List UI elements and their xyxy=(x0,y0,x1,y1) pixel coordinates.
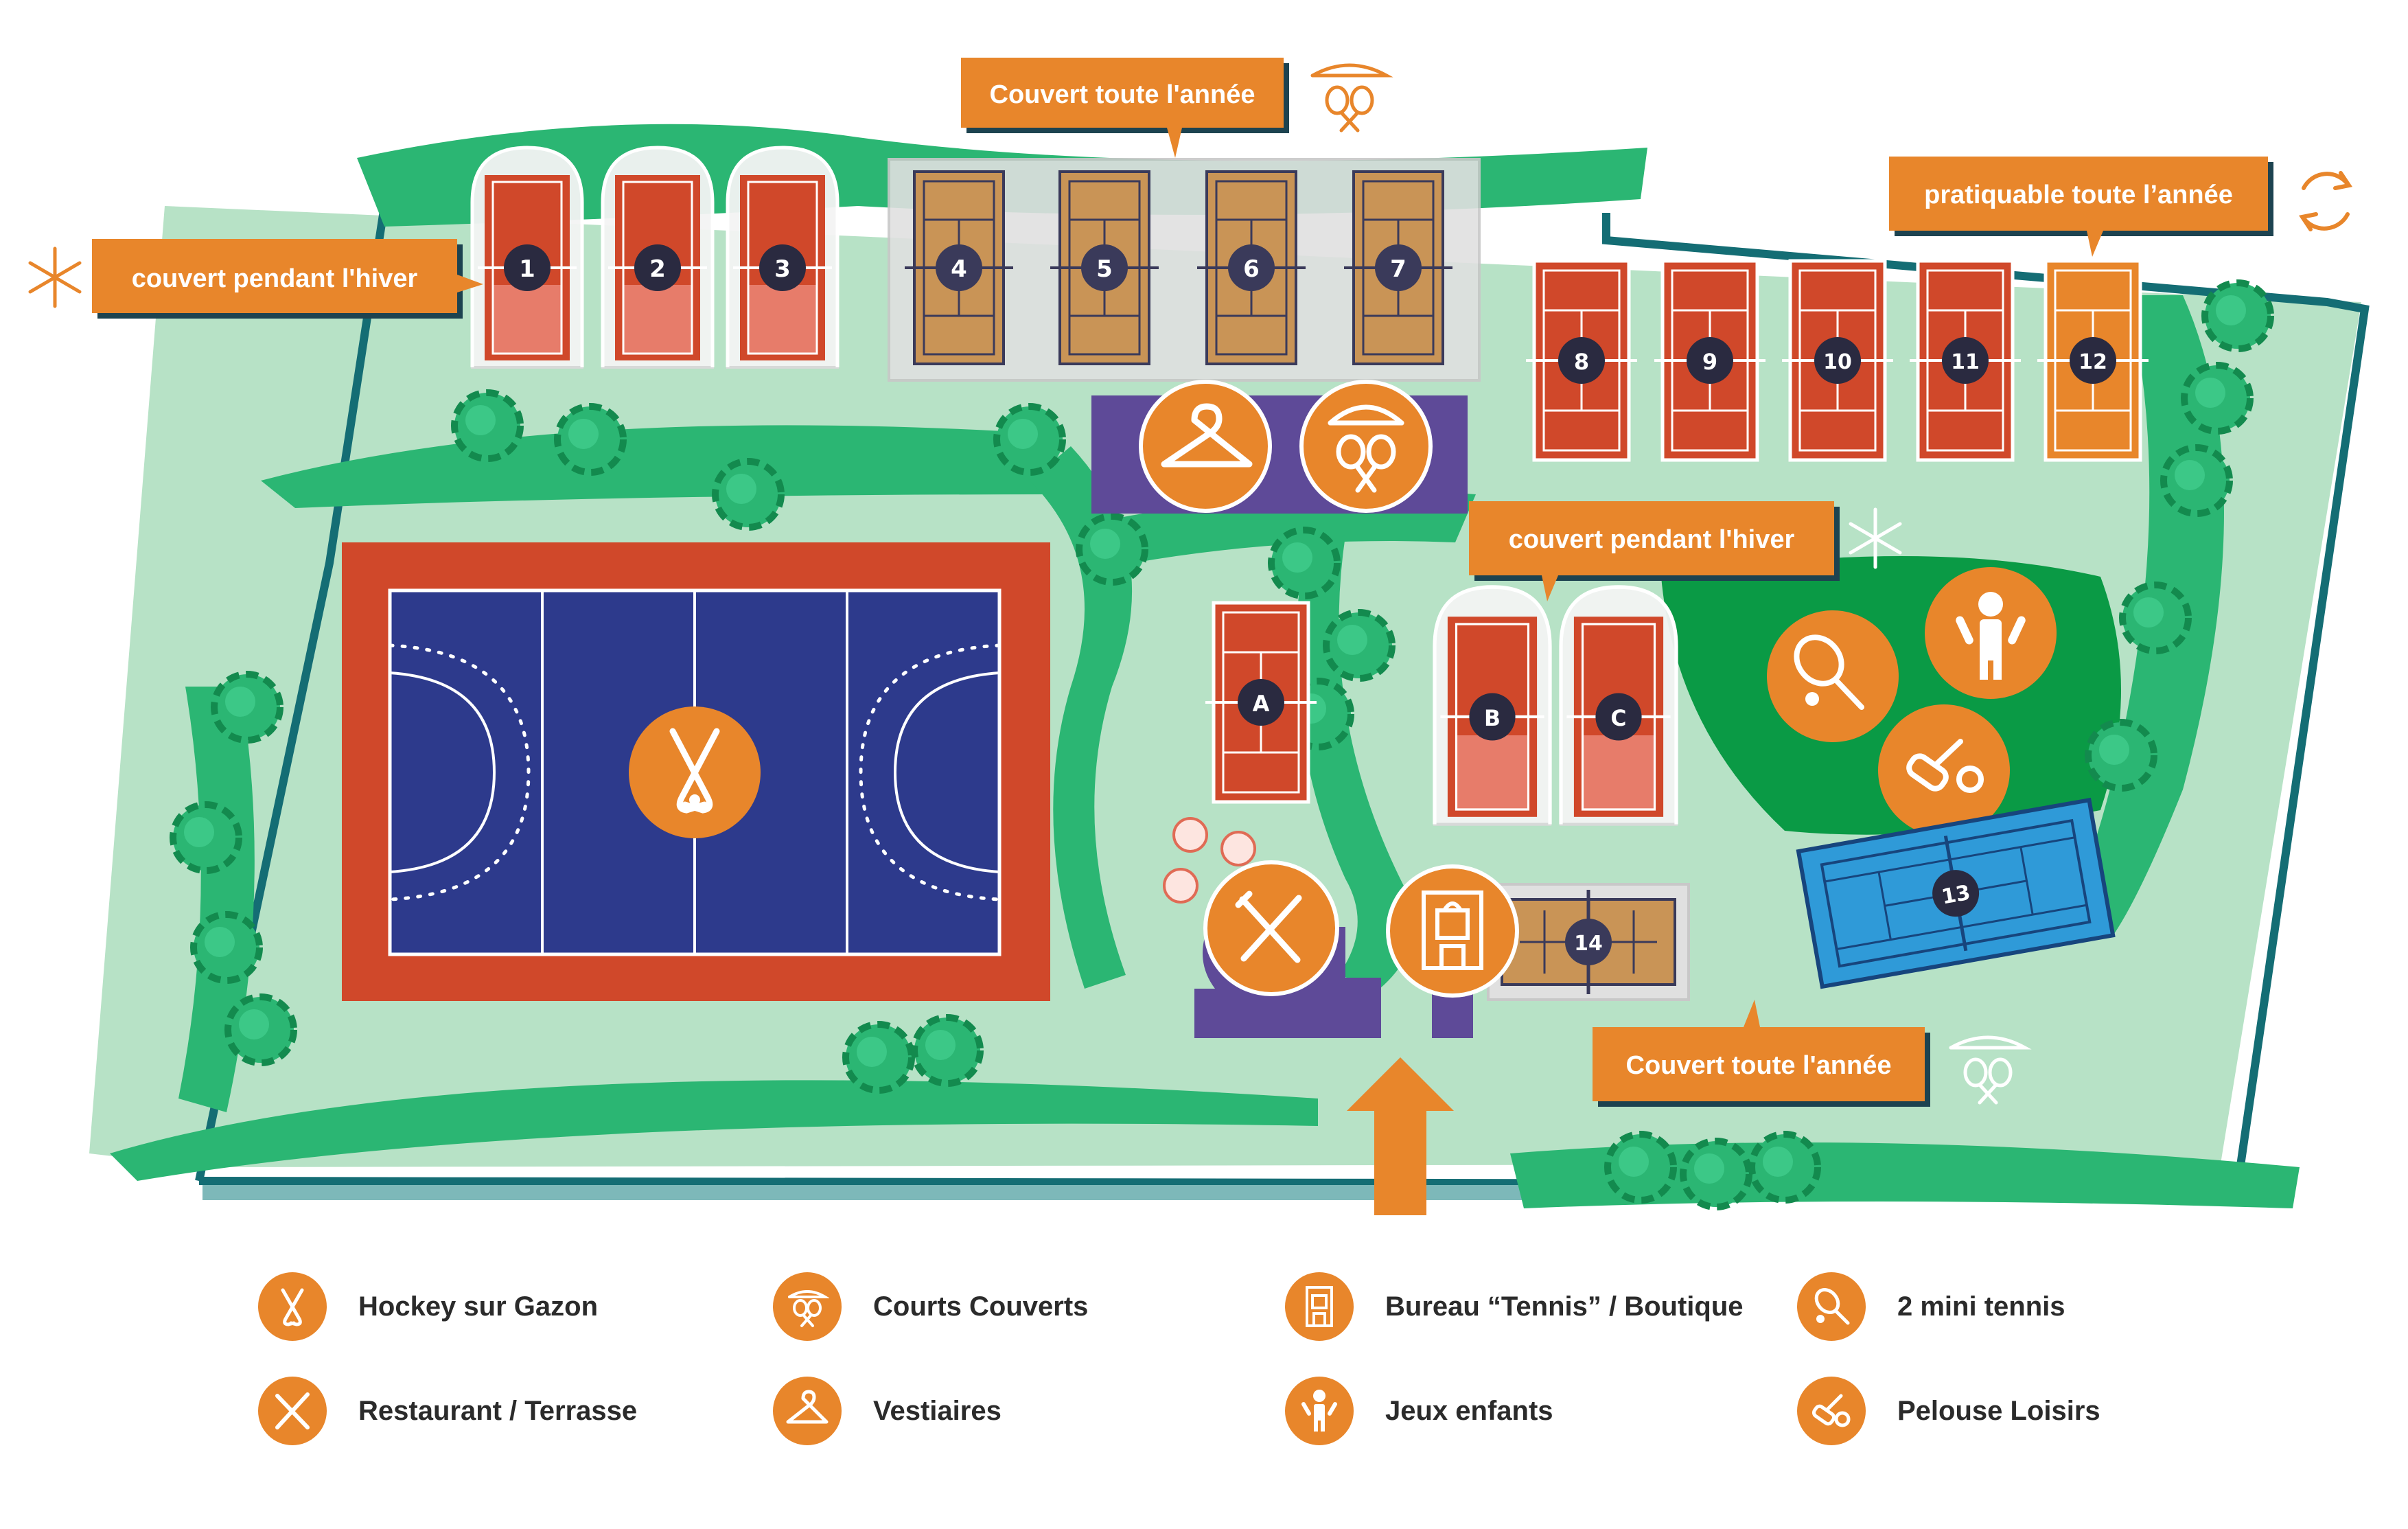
court-12-label: 12 xyxy=(2079,350,2107,374)
fork-knife-icon xyxy=(1235,890,1302,963)
court-1[interactable]: 1 xyxy=(472,148,582,367)
court-2[interactable]: 2 xyxy=(603,148,713,367)
child-icon xyxy=(1285,1377,1354,1445)
callout-all-year: pratiquable toute l’année xyxy=(1889,157,2273,257)
court-3-label: 3 xyxy=(774,255,791,283)
croquet-icon xyxy=(1906,739,1984,793)
mini-tennis-marker[interactable] xyxy=(1767,610,1899,742)
hockey-field[interactable] xyxy=(342,542,1050,1001)
court-1-label: 1 xyxy=(519,255,535,283)
callout-top-covered-text: Couvert toute l'année xyxy=(990,80,1255,109)
callout-bottom-covered-text: Couvert toute l'année xyxy=(1626,1051,1892,1080)
legend-label-cloakroom: Vestiaires xyxy=(873,1395,1002,1426)
court-A[interactable]: A xyxy=(1205,603,1317,802)
snowflake-icon xyxy=(28,246,82,308)
court-8[interactable]: 8 xyxy=(1526,261,1637,460)
court-9-label: 9 xyxy=(1702,349,1717,375)
court-10[interactable]: 10 xyxy=(1782,261,1893,460)
legend-label-covered: Courts Couverts xyxy=(873,1291,1089,1322)
legend-label-hockey: Hockey sur Gazon xyxy=(358,1291,599,1322)
legend-item-hockey: Hockey sur Gazon xyxy=(258,1269,598,1344)
court-4[interactable]: 4 xyxy=(903,170,1015,365)
covered-icon-bottom xyxy=(1949,1035,2032,1105)
legend-label-leisure: Pelouse Loisirs xyxy=(1897,1395,2100,1426)
court-6-label: 6 xyxy=(1243,255,1260,283)
cycle-arrows-icon xyxy=(2299,171,2352,231)
covered-courts-icon xyxy=(1328,404,1404,493)
callout-top-covered: Couvert toute l'année xyxy=(961,58,1289,158)
fork-knife-icon xyxy=(258,1377,327,1445)
court-B-label: B xyxy=(1484,705,1501,732)
shop-office-icon xyxy=(1285,1272,1354,1341)
covered-courts-icon xyxy=(773,1272,842,1341)
covered-courts-marker[interactable] xyxy=(1299,380,1433,513)
legend-label-mini-tennis: 2 mini tennis xyxy=(1897,1291,2065,1322)
court-7-label: 7 xyxy=(1390,255,1406,283)
leisure-marker[interactable] xyxy=(1878,704,2010,836)
legend-item-mini-tennis: 2 mini tennis xyxy=(1797,1269,2065,1344)
court-6[interactable]: 6 xyxy=(1196,170,1307,365)
legend-label-kids: Jeux enfants xyxy=(1385,1395,1553,1426)
court-4-label: 4 xyxy=(951,255,967,283)
callout-winter-left-text: couvert pendant l'hiver xyxy=(132,264,418,293)
hockey-sticks-icon xyxy=(258,1272,327,1341)
legend-item-covered: Courts Couverts xyxy=(773,1269,1088,1344)
mini-tennis-icon xyxy=(1794,634,1864,710)
court-3[interactable]: 3 xyxy=(728,148,837,367)
court-14-label: 14 xyxy=(1574,932,1603,956)
snowflake-icon-middle xyxy=(1849,507,1902,569)
court-A-label: A xyxy=(1253,691,1270,717)
grass-path-1 xyxy=(1030,446,1133,989)
callout-winter-left: couvert pendant l'hiver xyxy=(92,239,483,319)
court-10-label: 10 xyxy=(1823,350,1852,374)
parasols xyxy=(1163,817,1256,904)
restaurant-marker[interactable] xyxy=(1203,860,1339,996)
grass-band-bottom xyxy=(110,1080,1318,1181)
legend-item-kids: Jeux enfants xyxy=(1285,1373,1553,1449)
court-C[interactable]: C xyxy=(1561,587,1676,825)
cloakroom-marker[interactable] xyxy=(1139,380,1272,513)
legend-item-cloakroom: Vestiaires xyxy=(773,1373,1002,1449)
legend: Hockey sur Gazon Courts Couverts Bureau … xyxy=(0,1250,2408,1510)
shop-marker[interactable] xyxy=(1386,864,1519,998)
court-13-label: 13 xyxy=(1940,881,1972,910)
legend-item-shop: Bureau “Tennis” / Boutique xyxy=(1285,1269,1744,1344)
child-icon xyxy=(1956,592,2026,680)
legend-item-leisure: Pelouse Loisirs xyxy=(1797,1373,2100,1449)
court-2-label: 2 xyxy=(649,255,666,283)
covered-icon-top xyxy=(1310,63,1393,133)
shop-office-icon xyxy=(1422,890,1483,970)
court-9[interactable]: 9 xyxy=(1654,261,1766,460)
legend-label-restaurant: Restaurant / Terrasse xyxy=(358,1395,638,1426)
entrance-arrow-icon[interactable] xyxy=(1347,1057,1454,1215)
callout-winter-middle-text: couvert pendant l'hiver xyxy=(1509,525,1795,554)
court-5[interactable]: 5 xyxy=(1049,170,1160,365)
court-13[interactable]: 13 xyxy=(1796,797,2116,989)
court-C-label: C xyxy=(1610,705,1626,732)
court-12[interactable]: 12 xyxy=(2037,259,2149,462)
court-B[interactable]: B xyxy=(1435,587,1550,825)
hockey-marker[interactable] xyxy=(629,706,761,838)
callout-bottom-covered: Couvert toute l'année xyxy=(1593,1000,1930,1107)
grass-left-edge xyxy=(178,687,255,1112)
legend-item-restaurant: Restaurant / Terrasse xyxy=(258,1373,637,1449)
callout-all-year-text: pratiquable toute l’année xyxy=(1924,181,2233,209)
kids-marker[interactable] xyxy=(1925,567,2057,699)
court-7[interactable]: 7 xyxy=(1343,170,1454,365)
court-8-label: 8 xyxy=(1574,349,1589,375)
legend-label-shop: Bureau “Tennis” / Boutique xyxy=(1385,1291,1744,1322)
court-11[interactable]: 11 xyxy=(1910,261,2021,460)
hanger-icon xyxy=(773,1377,842,1445)
court-11-label: 11 xyxy=(1951,350,1980,374)
court-5-label: 5 xyxy=(1096,255,1113,283)
mini-tennis-icon xyxy=(1797,1272,1866,1341)
callout-winter-middle: couvert pendant l'hiver xyxy=(1469,501,1840,601)
hanger-icon xyxy=(1161,403,1253,468)
croquet-icon xyxy=(1797,1377,1866,1445)
hockey-sticks-icon xyxy=(669,728,720,814)
court-14[interactable]: 14 xyxy=(1487,883,1690,1001)
